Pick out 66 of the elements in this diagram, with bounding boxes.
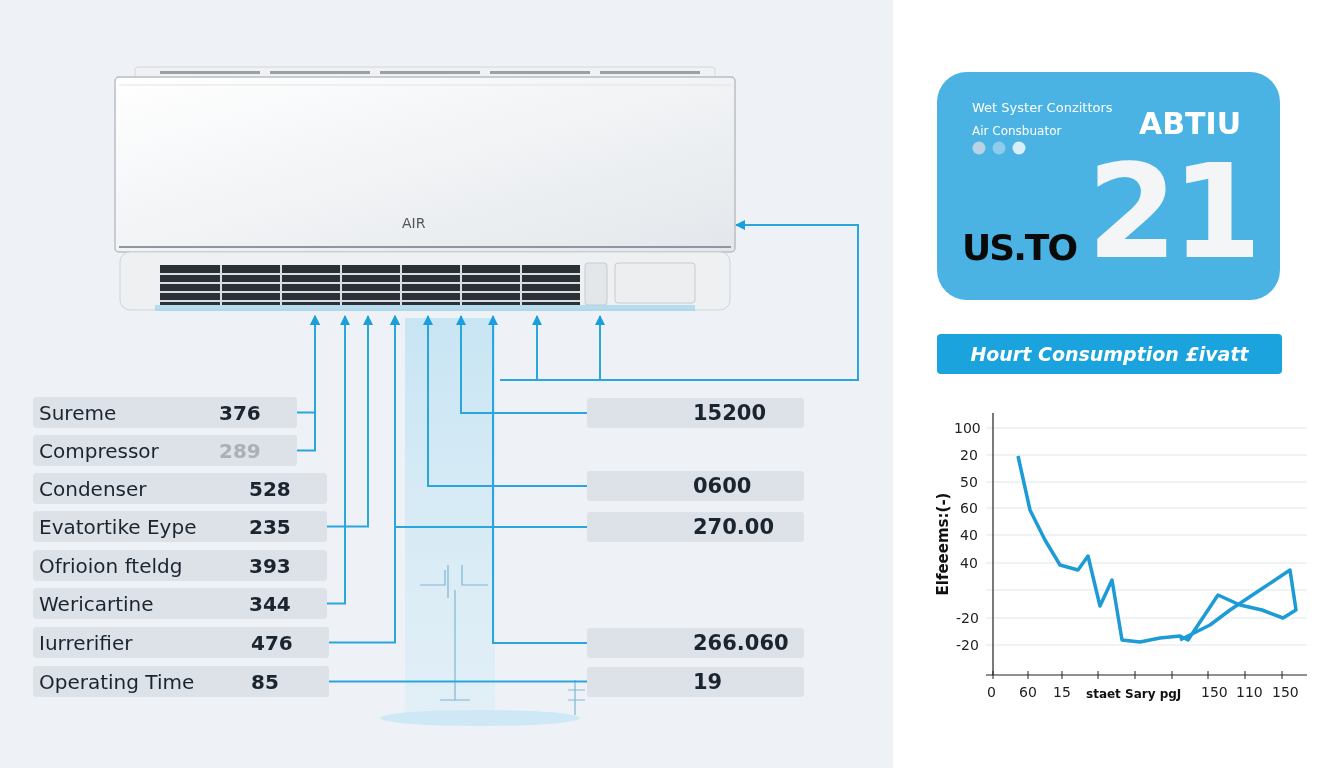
axis-title: Elfeeems:(-) — [934, 491, 952, 598]
value-row — [587, 512, 804, 542]
row-label: Sureme — [39, 400, 117, 425]
row-label: Wericartine — [39, 591, 154, 616]
value-row — [587, 667, 804, 697]
row-label: Condenser — [39, 476, 147, 501]
connector-line — [328, 680, 588, 683]
arrow — [326, 315, 373, 528]
row-value: 0600 — [693, 474, 752, 498]
value-row — [587, 398, 804, 428]
arrow — [423, 315, 588, 487]
tick-label: 110 — [1236, 684, 1263, 700]
arrow — [499, 220, 859, 381]
arrow — [390, 315, 588, 528]
tick-label: 0 — [987, 684, 996, 700]
tick-label: 100 — [954, 420, 981, 436]
table-row — [33, 627, 329, 658]
tick-label: 40 — [960, 555, 978, 571]
table-row — [33, 511, 327, 542]
unit-label: AIR — [402, 215, 426, 231]
tick-label: 150 — [1272, 684, 1299, 700]
row-label: Iurrerifier — [39, 630, 133, 655]
tick-label: 150 — [1201, 684, 1228, 700]
card-heading: ABTIU — [1139, 106, 1242, 141]
banner: Hourt Consumption £ivatt — [937, 334, 1282, 374]
tick-label: 40 — [960, 527, 978, 543]
row-value: 15200 — [693, 401, 767, 425]
temperature-value: 21 — [1087, 147, 1256, 277]
row-value: 266.060 — [693, 631, 789, 655]
arrow — [296, 315, 320, 452]
value-row — [587, 471, 804, 501]
row-label: Compressor — [39, 438, 159, 463]
tick-label: 20 — [960, 447, 978, 463]
arrow — [532, 315, 542, 381]
row-value: 19 — [693, 670, 723, 694]
card-subtitle: Air Consbuator — [972, 124, 1062, 138]
row-value: 393 — [249, 553, 292, 578]
arrow — [326, 315, 350, 605]
row-value: 235 — [249, 514, 292, 539]
row-label: Operating Time — [39, 669, 195, 694]
tick-label: 60 — [1019, 684, 1037, 700]
row-label: Evatortike Eype — [39, 514, 197, 539]
tick-label: 50 — [960, 474, 978, 490]
row-value: 270.00 — [693, 515, 775, 539]
tick-label: 60 — [960, 500, 978, 516]
card-value: US.TO — [962, 227, 1076, 268]
row-value: 344 — [249, 591, 292, 616]
row-value: 376 — [219, 400, 262, 425]
display-card — [937, 72, 1280, 300]
card-subtitle: Wet Syster Conzittors — [972, 100, 1113, 115]
tick-label: 15 — [1053, 684, 1071, 700]
arrow — [488, 315, 588, 644]
table-row — [33, 435, 297, 466]
table-row — [33, 666, 329, 697]
arrow — [595, 315, 605, 381]
arrow — [456, 315, 588, 414]
row-label: Ofrioion fteldg — [39, 553, 183, 578]
table-row — [33, 397, 297, 428]
tick-label: -20 — [956, 610, 979, 626]
value-row — [587, 628, 804, 658]
row-value: 85 — [251, 669, 280, 694]
table-row — [33, 588, 327, 619]
tick-label: -20 — [956, 637, 979, 653]
row-value: 476 — [251, 630, 294, 655]
row-value: 528 — [249, 476, 292, 501]
axis-title: staet Sary pgJ — [1086, 687, 1182, 701]
